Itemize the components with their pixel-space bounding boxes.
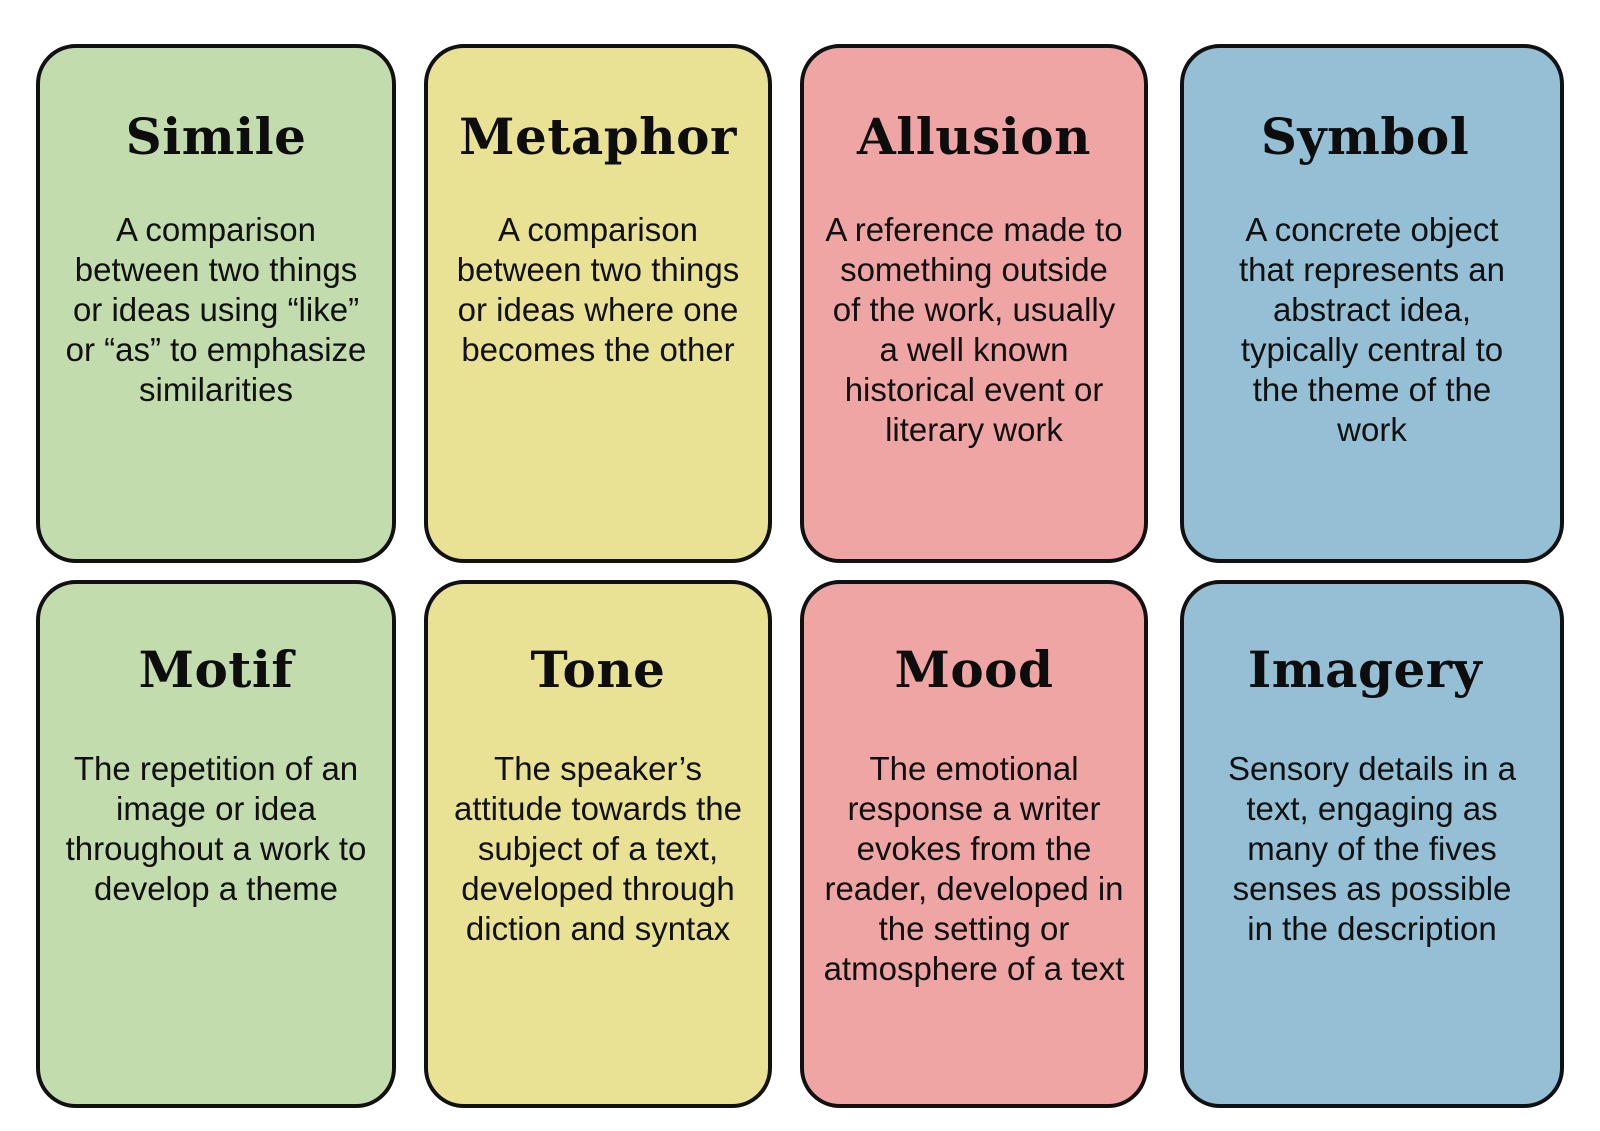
card-mood[interactable]: Mood The emotional response a writer evo… (800, 580, 1148, 1108)
card-definition: A concrete object that represents an abs… (1239, 210, 1505, 448)
card-title: Tone (530, 640, 666, 699)
card-title: Mood (894, 640, 1054, 699)
card-title: Metaphor (459, 107, 737, 166)
card-motif[interactable]: Motif The repetition of an image or idea… (36, 580, 396, 1108)
card-definition: The emotional response a writer evokes f… (823, 749, 1125, 987)
card-definition: A reference made to something outside of… (825, 210, 1123, 448)
card-title: Allusion (857, 107, 1091, 166)
card-allusion[interactable]: Allusion A reference made to something o… (800, 44, 1148, 563)
card-title: Imagery (1247, 640, 1483, 699)
card-tone[interactable]: Tone The speaker’s attitude towards the … (424, 580, 772, 1108)
card-definition: A comparison between two things or ideas… (456, 210, 740, 368)
card-metaphor[interactable]: Metaphor A comparison between two things… (424, 44, 772, 563)
card-simile[interactable]: Simile A comparison between two things o… (36, 44, 396, 563)
card-definition: Sensory details in a text, engaging as m… (1228, 749, 1516, 947)
card-definition: The repetition of an image or idea throu… (65, 749, 367, 907)
card-definition: The speaker’s attitude towards the subje… (453, 749, 742, 947)
card-imagery[interactable]: Imagery Sensory details in a text, engag… (1180, 580, 1564, 1108)
card-title: Symbol (1260, 107, 1470, 166)
card-symbol[interactable]: Symbol A concrete object that represents… (1180, 44, 1564, 563)
card-title: Motif (138, 640, 294, 699)
card-title: Simile (125, 107, 307, 166)
card-definition: A comparison between two things or ideas… (65, 210, 367, 408)
